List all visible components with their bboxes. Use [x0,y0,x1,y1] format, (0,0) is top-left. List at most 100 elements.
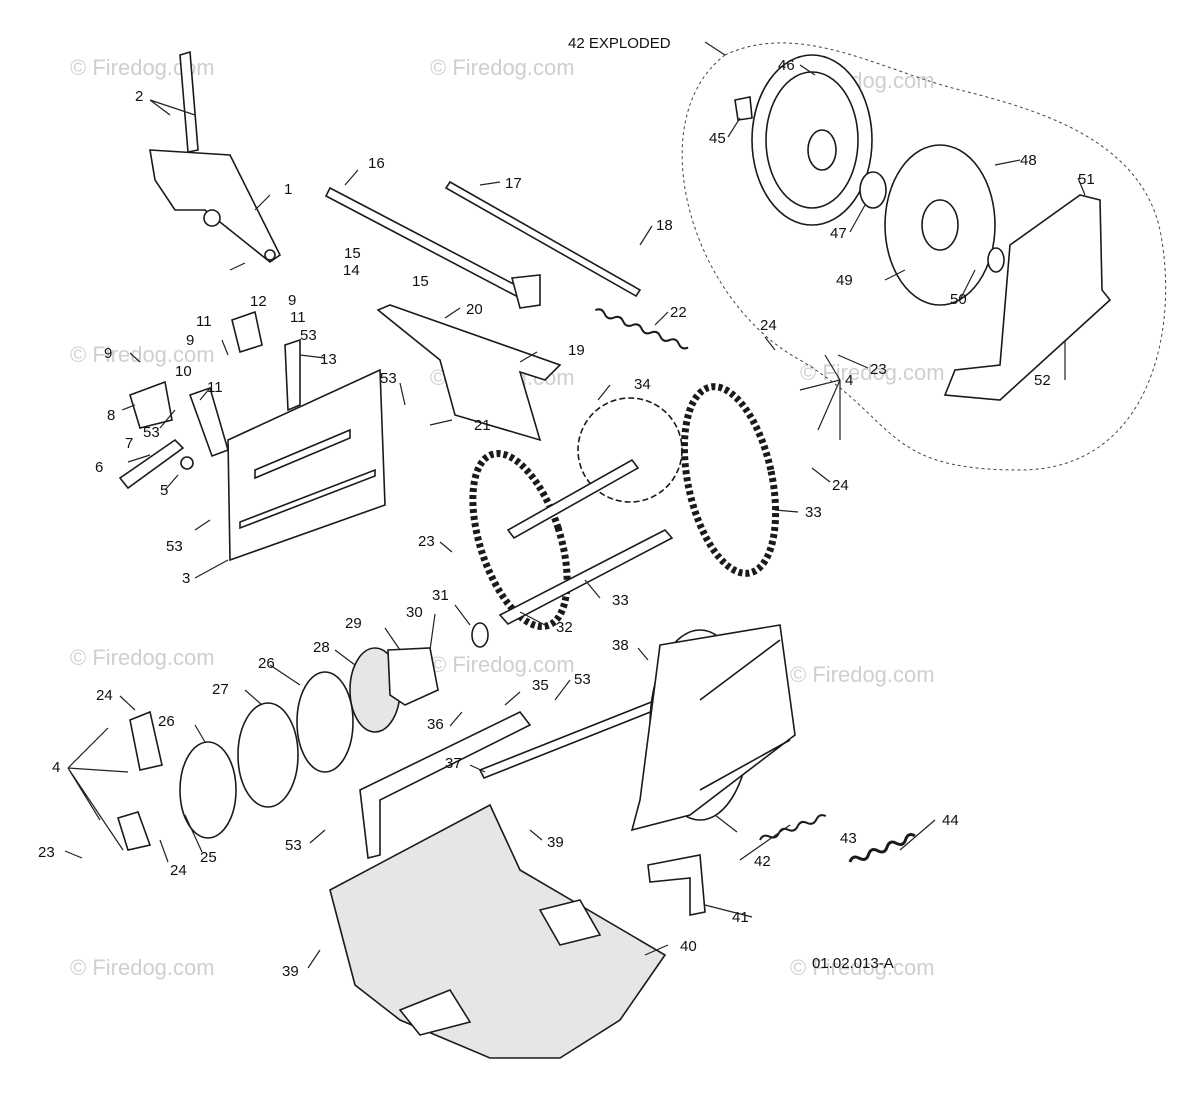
callout-34: 34 [634,376,651,393]
callout-21: 21 [474,417,491,434]
callout-29: 29 [345,615,362,632]
watermark: © Firedog.com [790,955,935,980]
callout-22: 22 [670,304,687,321]
hub-29 [387,647,439,706]
callout-11: 11 [290,309,306,326]
exploded-detail-outline [681,42,1167,471]
callout-48: 48 [1020,152,1037,169]
callout-49: 49 [836,272,853,289]
callout-24: 24 [760,317,777,334]
callout-4: 4 [845,372,853,389]
flange-24-bottom [116,811,152,851]
callout-46: 46 [778,57,795,74]
callouts: 1 2 3 4 4 5 6 7 8 9 9 9 10 11 11 11 12 1… [38,57,1095,980]
pulley-26-rear [179,741,237,839]
callout-39: 39 [282,963,299,980]
callout-9: 9 [104,345,112,362]
wheel-assembly-42 [630,624,796,832]
callout-53: 53 [166,538,183,555]
control-rod [444,180,642,298]
bracket-51 [943,194,1112,401]
callout-27: 27 [212,681,229,698]
chain-33 [469,450,571,630]
bracket-41 [647,854,706,916]
callout-12: 12 [250,293,267,310]
watermark: © Firedog.com [430,652,575,677]
callout-40: 40 [680,938,697,955]
belt-27 [237,702,299,808]
callout-33: 33 [612,592,629,609]
callout-19: 19 [568,342,585,359]
callout-15: 15 [344,245,361,262]
axle-shaft [506,458,640,540]
callout-2: 2 [135,88,143,105]
callout-44: 44 [942,812,959,829]
exploded-caption: 42 EXPLODED [568,35,671,52]
callout-1: 1 [284,181,292,198]
callout-15: 15 [412,273,429,290]
drawing-code: 01.02.013-A [812,955,894,972]
callout-9: 9 [186,332,194,349]
callout-50: 50 [950,291,967,308]
callout-47: 47 [830,225,847,242]
shift-lever-assembly [149,50,282,263]
callout-45: 45 [709,130,726,147]
callout-25: 25 [200,849,217,866]
callout-39: 39 [547,834,564,851]
watermark: © Firedog.com [70,342,215,367]
callout-53: 53 [574,671,591,688]
watermark: © Firedog.com [790,662,935,687]
callout-32: 32 [556,619,573,636]
callout-23: 23 [38,844,55,861]
callout-53: 53 [380,370,397,387]
callout-14: 14 [343,262,360,279]
callout-43: 43 [840,830,857,847]
callout-52: 52 [1034,372,1051,389]
bracket-13 [284,338,301,412]
callout-53: 53 [300,327,317,344]
callout-24: 24 [832,477,849,494]
shaft-32 [498,529,674,625]
callout-13: 13 [320,351,337,368]
plate-8 [129,380,173,429]
chain-33 [680,383,780,577]
callout-4: 4 [52,759,60,776]
callout-3: 3 [182,570,190,587]
exploded-wheel-hub-46 [751,54,873,226]
shift-rod [324,186,541,309]
spring-44 [848,833,916,863]
callout-37: 37 [445,755,462,772]
callout-11: 11 [207,379,223,396]
callout-7: 7 [125,435,133,452]
callout-16: 16 [368,155,385,172]
callout-42: 42 [754,853,771,870]
bracket-35 [359,710,532,859]
callout-10: 10 [175,363,192,380]
callout-8: 8 [107,407,115,424]
callout-5: 5 [160,482,168,499]
callout-23: 23 [870,361,887,378]
callout-23: 23 [418,533,435,550]
callout-28: 28 [313,639,330,656]
callout-24: 24 [170,862,187,879]
snap-ring-31 [471,622,489,648]
callout-53: 53 [143,424,160,441]
watermark: © Firedog.com [70,645,215,670]
plate-12 [231,310,263,354]
watermark: © Firedog.com [70,55,215,80]
callout-41: 41 [732,909,749,926]
callout-33: 33 [805,504,822,521]
bushing-50 [987,247,1005,273]
bracket-19 [376,304,562,442]
lever-6 [118,438,185,490]
callout-17: 17 [505,175,522,192]
spring-43 [759,814,827,841]
callout-6: 6 [95,459,103,476]
callout-31: 31 [432,587,449,604]
wheel-rim-48 [884,144,996,306]
callout-18: 18 [656,217,673,234]
leader-lines [64,41,1086,969]
callout-53: 53 [285,837,302,854]
watermark: © Firedog.com [70,955,215,980]
